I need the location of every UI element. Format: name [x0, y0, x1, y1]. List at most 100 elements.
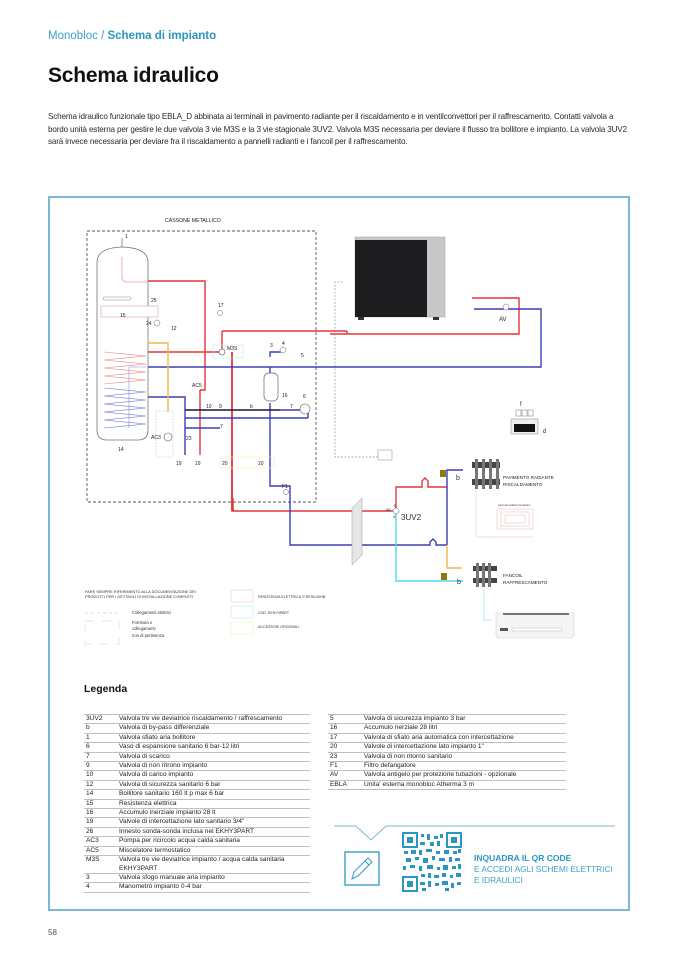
label-23: 23 [186, 436, 192, 442]
radiant-manifold [472, 459, 500, 489]
page-number: 58 [48, 928, 57, 937]
label-10: 10 [206, 404, 212, 410]
label-ac3: AC3 [151, 435, 161, 441]
label-24: 24 [146, 321, 152, 327]
legend-code: 19 [84, 817, 117, 828]
legend-description: Miscelatore termostatico [117, 846, 310, 857]
label-b: b [250, 404, 253, 410]
label-19a: 19 [176, 461, 182, 467]
legend-title: Legenda [84, 683, 128, 695]
note-ref-line2: PRODOTTI PER I DETTAGLI DI INSTALLAZIONE… [85, 594, 193, 599]
qr-code [402, 832, 462, 892]
legend-description: Valvola di scarico [117, 752, 310, 763]
legend-code: 3UV2 [84, 713, 117, 725]
supply-sample-box [84, 620, 120, 645]
legend-description: Valvole di intercettazione lato impianto… [362, 742, 566, 753]
intro-paragraph: Schema idraulico funzionale tipo EBLA_D … [48, 112, 627, 147]
note-fornitura2: collegamenti [132, 626, 156, 631]
legend-code: 23 [328, 752, 362, 763]
label-d: d [543, 429, 546, 435]
label-ab: AB [386, 508, 391, 512]
legend-code: 15 [84, 799, 117, 810]
breadcrumb-separator: / [97, 30, 108, 42]
label-3: 3 [270, 343, 273, 349]
pencil-icon [351, 857, 373, 881]
legend-code: 16 [84, 808, 117, 819]
hot-pipes [148, 280, 347, 511]
legend-description: Valvola di sfiato aria automatica con in… [362, 733, 566, 744]
legend-description: Valvola sfogo manuale aria impianto [117, 873, 310, 884]
box-title: CASSONE METALLICO [165, 218, 221, 224]
label-pannelli: pannelli radianti riscaldam. [498, 503, 531, 507]
label-m3s: M3S [227, 346, 238, 352]
label-14: 14 [118, 447, 124, 453]
legend-code: b [84, 723, 117, 734]
legend-description: Valvola antigelo per protezione tubazion… [362, 770, 566, 781]
label-1: 1 [125, 234, 128, 240]
legend-description: Bollitore sanitario 160 lt p max 6 bar [117, 789, 310, 800]
note-elettrici: Collegamenti elettrici [132, 610, 171, 615]
qr-line2: E IDRAULICI [474, 875, 523, 885]
legend-code: AV [328, 770, 362, 781]
label-av: AV [499, 317, 507, 323]
fancoil-unit [495, 612, 575, 639]
cooling-pipe [395, 514, 463, 582]
label-b-radiant: b [456, 475, 460, 482]
label-3uv2: 3UV2 [401, 513, 422, 522]
breadcrumb-parent[interactable]: Monobloc [48, 30, 98, 42]
label-17: 17 [218, 303, 224, 309]
label-20b: 20 [258, 461, 264, 467]
dhw-pipe [148, 342, 169, 412]
legend-description: Valvola di non ritrono impianto [117, 761, 310, 772]
legend-code: 3 [84, 873, 117, 884]
cold-pipes [148, 308, 542, 546]
legend-description: Unita' esterna monobloc Atherma 3 m [362, 780, 566, 791]
wall-section [351, 497, 363, 566]
fancoil-supply-pipe [446, 545, 462, 569]
bypass-b-fancoil-icon [441, 573, 447, 580]
label-ac5: AC5 [192, 383, 202, 389]
label-riscaldamento: RISCALDAMENTO [503, 482, 543, 487]
label-raffrescamento: RAFFRESCAMENTO [503, 580, 548, 585]
valve-3uv2-icon [392, 507, 400, 515]
legend-code: AC5 [84, 846, 117, 857]
fancoil-manifold [473, 563, 497, 587]
note-cod: COD. EKHY3PART [258, 611, 290, 615]
label-pavimento: PAVIMENTO RADIANTE [503, 475, 554, 480]
label-b-fancoil: b [457, 579, 461, 586]
note-accessori: ACCESSORI OPZIONALI [258, 625, 299, 629]
legend-description: Valvola di carico impianto [117, 770, 310, 781]
note-resistenza: RESISTENZA ELETTRICA IT.RESIL00HB [258, 595, 326, 599]
legend-code: M3S [84, 855, 117, 874]
page-title: Schema idraulico [48, 64, 219, 87]
legend-code: 1 [84, 733, 117, 744]
legend-code: 10 [84, 770, 117, 781]
legend-description: Innesto sonda-sonda inclusa nel EKHY3PAR… [117, 827, 310, 838]
legend-code: F1 [328, 761, 362, 772]
hot-coil [103, 351, 147, 385]
note-fornitura3: non di pertinenza [132, 633, 165, 638]
legend-code: 4 [84, 882, 117, 893]
label-f1: F1 [282, 484, 288, 490]
label-12: 12 [171, 326, 177, 332]
legend-description: Valvola di by-pass differenziale [117, 723, 310, 734]
label-4: 4 [282, 341, 285, 347]
label-19b: 19 [195, 461, 201, 467]
label-b-port: B [394, 504, 397, 508]
legend-description: Accumulo nerziale 28 litri [362, 723, 566, 734]
